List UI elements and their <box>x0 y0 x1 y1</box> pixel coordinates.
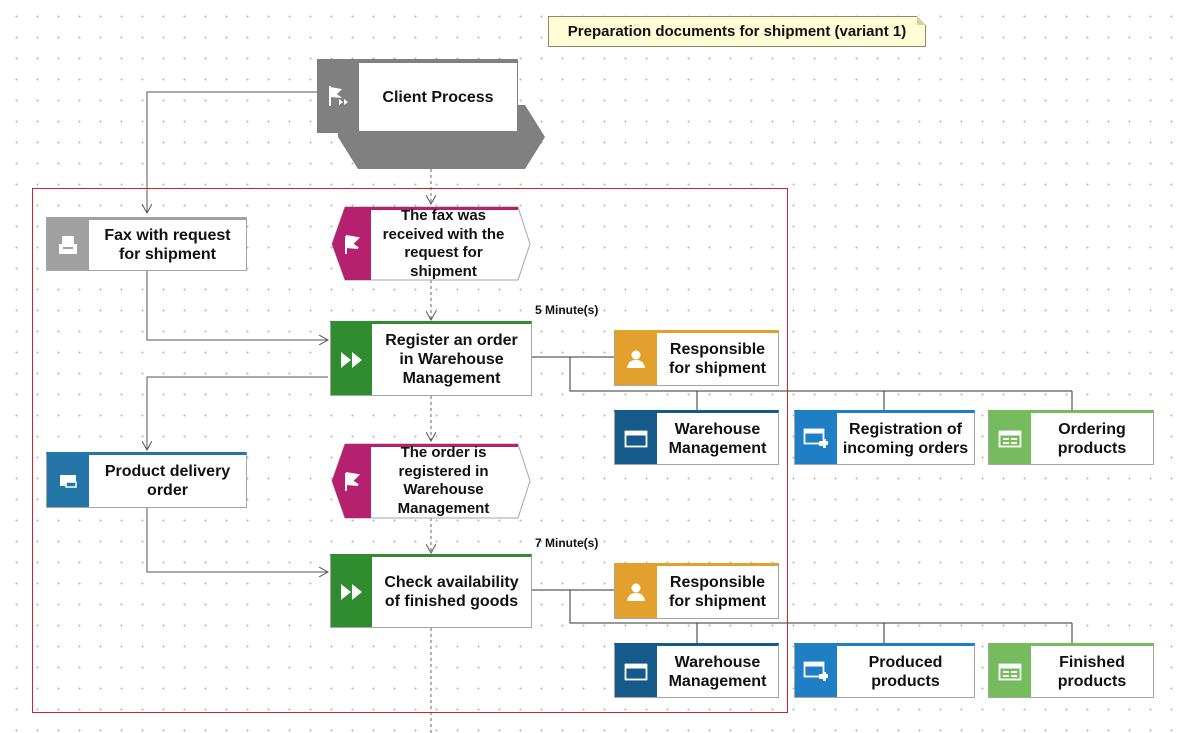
diagram-title: Preparation documents for shipment (vari… <box>567 23 907 40</box>
form-screen-icon <box>989 646 1031 697</box>
document-icon <box>47 455 89 507</box>
screen-finished-label: Finished products <box>1057 653 1127 690</box>
process-interface[interactable]: Client Process <box>358 62 518 132</box>
note-fold-corner <box>917 16 926 25</box>
data-flow-line <box>147 91 317 213</box>
screen-registration-orders[interactable]: Registration of incoming orders <box>794 410 975 465</box>
form-screen-icon <box>989 413 1031 464</box>
function-register-label: Register an order in Warehouse Managemen… <box>385 332 518 387</box>
window-icon <box>615 413 657 464</box>
screen-plugin-icon <box>795 413 837 464</box>
role-label-2: Responsible for shipment <box>669 574 766 610</box>
document-fax-label: Fax with request for shipment <box>104 227 231 263</box>
function-time-2: 7 Minute(s) <box>535 536 599 550</box>
fax-icon <box>47 220 89 270</box>
role-label-1: Responsible for shipment <box>669 341 766 377</box>
system-warehouse-1[interactable]: Warehouse Management <box>614 410 779 465</box>
fast-forward-icon <box>331 557 372 627</box>
system-warehouse-2[interactable]: Warehouse Management <box>614 643 779 698</box>
function-check-availability[interactable]: Check availability of finished goods <box>330 554 532 628</box>
event-order-registered[interactable]: The order is registered in Warehouse Man… <box>397 444 490 517</box>
function-check-label: Check availability of finished goods <box>384 574 519 610</box>
screen-plugin-icon <box>795 646 837 697</box>
document-delivery-label: Product delivery order <box>104 463 231 499</box>
function-time-1: 5 Minute(s) <box>535 303 599 317</box>
screen-produced-label: Produced products <box>868 653 943 690</box>
person-icon <box>615 333 657 385</box>
flag-icon <box>345 235 361 254</box>
flag-icon <box>345 472 361 491</box>
process-flag-icon <box>324 82 352 110</box>
document-fax-request[interactable]: Fax with request for shipment <box>46 217 247 271</box>
person-icon <box>615 566 657 618</box>
screen-ordering-products[interactable]: Ordering products <box>988 410 1154 465</box>
system-label-1: Warehouse Management <box>668 420 767 457</box>
screen-finished-products[interactable]: Finished products <box>988 643 1154 698</box>
event-fax-received[interactable]: The fax was received with the request fo… <box>382 207 505 280</box>
assignment-line <box>532 356 1072 392</box>
document-delivery-order[interactable]: Product delivery order <box>46 452 247 508</box>
screen-ordering-label: Ordering products <box>1057 420 1127 457</box>
selection-frame <box>32 188 788 713</box>
data-flow-line <box>146 271 328 340</box>
function-register-order[interactable]: Register an order in Warehouse Managemen… <box>330 321 532 396</box>
assignment-line <box>532 589 1072 624</box>
screen-registration-label: Registration of incoming orders <box>842 420 969 457</box>
role-responsible-shipment-2[interactable]: Responsible for shipment <box>614 563 779 619</box>
fast-forward-icon <box>331 324 372 395</box>
system-label-2: Warehouse Management <box>668 653 767 690</box>
data-flow-line <box>147 376 328 450</box>
role-responsible-shipment-1[interactable]: Responsible for shipment <box>614 330 779 386</box>
diagram-title-note[interactable]: Preparation documents for shipment (vari… <box>548 16 926 47</box>
data-flow-line <box>146 508 328 572</box>
window-icon <box>615 646 657 697</box>
screen-produced-products[interactable]: Produced products <box>794 643 975 698</box>
process-interface-label: Client Process <box>382 88 494 106</box>
